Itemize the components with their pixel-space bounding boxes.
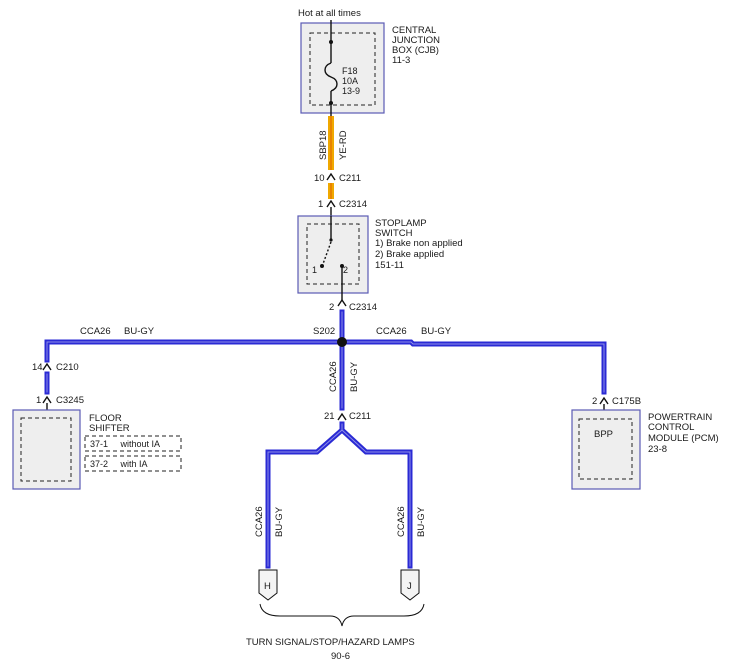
wire-j-circuit: CCA26 xyxy=(396,506,407,537)
floor-shifter-option-2: 37-2 with IA xyxy=(90,459,148,469)
floor-shifter-option-1: 37-1 without IA xyxy=(90,439,160,449)
cjb-name-line-1: CENTRAL xyxy=(392,25,436,36)
pcm-page-ref: 23-8 xyxy=(648,444,667,455)
c211-top-pin: 10 xyxy=(314,173,325,184)
switch-page-ref: 151-11 xyxy=(375,260,404,271)
connector-c211-top[interactable] xyxy=(326,172,336,183)
wire-h-color: BU-GY xyxy=(274,506,285,537)
switch-pin-1: 1 xyxy=(312,265,317,275)
lamps-name: TURN SIGNAL/STOP/HAZARD LAMPS xyxy=(246,637,415,648)
connector-c2314-out[interactable] xyxy=(337,298,347,307)
power-source-label: Hot at all times xyxy=(298,8,361,19)
lamps-brace xyxy=(259,603,425,627)
stoplamp-switch[interactable]: 1 2 xyxy=(297,215,369,300)
switch-state-2: 2) Brake applied xyxy=(375,249,444,260)
wire-sbp18-circuit: SBP18 xyxy=(318,130,329,160)
connector-c3245[interactable] xyxy=(42,395,52,404)
wire-center-color: BU-GY xyxy=(349,361,360,392)
cjb-name-line-2: JUNCTION xyxy=(392,35,440,46)
wire-sbp18-color: YE-RD xyxy=(338,130,349,160)
switch-name-line-1: STOPLAMP xyxy=(375,218,427,229)
cjb-page-ref: 11-3 xyxy=(392,55,410,66)
wire-center-circuit: CCA26 xyxy=(328,361,339,392)
connector-c2314-in[interactable] xyxy=(326,199,336,208)
wire-left-color: BU-GY xyxy=(124,326,155,337)
connector-c211-bottom[interactable] xyxy=(337,412,347,421)
fuse-icon xyxy=(324,62,338,92)
floor-shifter-name-1: FLOOR xyxy=(89,413,122,424)
pcm-name-3: MODULE (PCM) xyxy=(648,433,719,444)
wire-h-circuit: CCA26 xyxy=(254,506,265,537)
switch-pin-2: 2 xyxy=(343,265,348,275)
pcm-inner-label: BPP xyxy=(594,429,613,440)
c3245-pin: 1 xyxy=(36,395,41,406)
fuse-rating: 10A xyxy=(342,76,358,86)
c210-name: C210 xyxy=(56,362,79,373)
cjb-name-line-3: BOX (CJB) xyxy=(392,45,439,56)
switch-state-1: 1) Brake non applied xyxy=(375,238,463,249)
lamps-ref: 90-6 xyxy=(331,651,350,662)
c175b-name: C175B xyxy=(612,396,641,407)
fuse-ref: 13-9 xyxy=(342,86,360,96)
c2314-in-name: C2314 xyxy=(339,199,367,210)
c175b-pin: 2 xyxy=(592,396,597,407)
terminal-h-label: H xyxy=(264,581,271,592)
wire-left-circuit: CCA26 xyxy=(80,326,111,337)
c211-top-name: C211 xyxy=(339,173,361,184)
terminal-h[interactable]: H xyxy=(258,569,278,601)
splice-name: S202 xyxy=(313,326,335,337)
c210-pin: 14 xyxy=(32,362,43,373)
fuse-id: F18 xyxy=(342,66,358,76)
c2314-out-pin: 2 xyxy=(329,302,334,313)
pcm-name-1: POWERTRAIN xyxy=(648,412,712,423)
c3245-name: C3245 xyxy=(56,395,84,406)
wire-j-color: BU-GY xyxy=(416,506,427,537)
connector-c210[interactable] xyxy=(42,362,52,371)
floor-shifter[interactable] xyxy=(12,409,81,490)
splice-s202[interactable] xyxy=(337,337,347,347)
central-junction-box[interactable]: F18 10A 13-9 xyxy=(300,20,385,116)
c2314-in-pin: 1 xyxy=(318,199,323,210)
c211-bottom-name: C211 xyxy=(349,411,371,422)
terminal-j-label: J xyxy=(407,581,412,592)
bu-gy-wiring[interactable] xyxy=(44,309,607,569)
connector-c175b[interactable] xyxy=(599,396,609,405)
pcm-name-2: CONTROL xyxy=(648,422,694,433)
wire-right-color: BU-GY xyxy=(421,326,452,337)
c2314-out-name: C2314 xyxy=(349,302,377,313)
floor-shifter-name-2: SHIFTER xyxy=(89,423,130,434)
c211-bottom-pin: 21 xyxy=(324,411,335,422)
switch-name-line-2: SWITCH xyxy=(375,228,413,239)
powertrain-control-module[interactable]: BPP xyxy=(571,409,641,490)
wire-right-circuit: CCA26 xyxy=(376,326,407,337)
terminal-j[interactable]: J xyxy=(400,569,420,601)
